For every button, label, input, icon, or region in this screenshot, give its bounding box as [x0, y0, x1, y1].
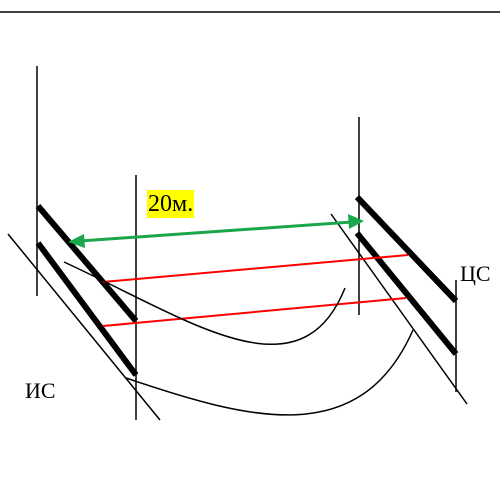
right-thick-bar-upper [354, 194, 459, 304]
red-line-upper [102, 254, 409, 283]
distance-arrow-line [79, 220, 353, 243]
left-thick-bar-lower [35, 241, 139, 377]
cable-upper [63, 261, 346, 345]
cable-lower [125, 329, 414, 416]
right-thin-diagonal [330, 213, 468, 405]
distance-label: 20м. [147, 190, 195, 218]
right-thick-bar-lower [354, 231, 459, 356]
ic-label: ИС [25, 378, 56, 403]
red-line-lower [102, 297, 407, 327]
distance-arrow-left-head [68, 234, 85, 248]
cc-label: ЦС [460, 261, 491, 286]
left-thin-diagonal [7, 233, 161, 421]
left-thick-bar-upper [35, 204, 139, 323]
distance-arrow-right-head [348, 214, 364, 229]
